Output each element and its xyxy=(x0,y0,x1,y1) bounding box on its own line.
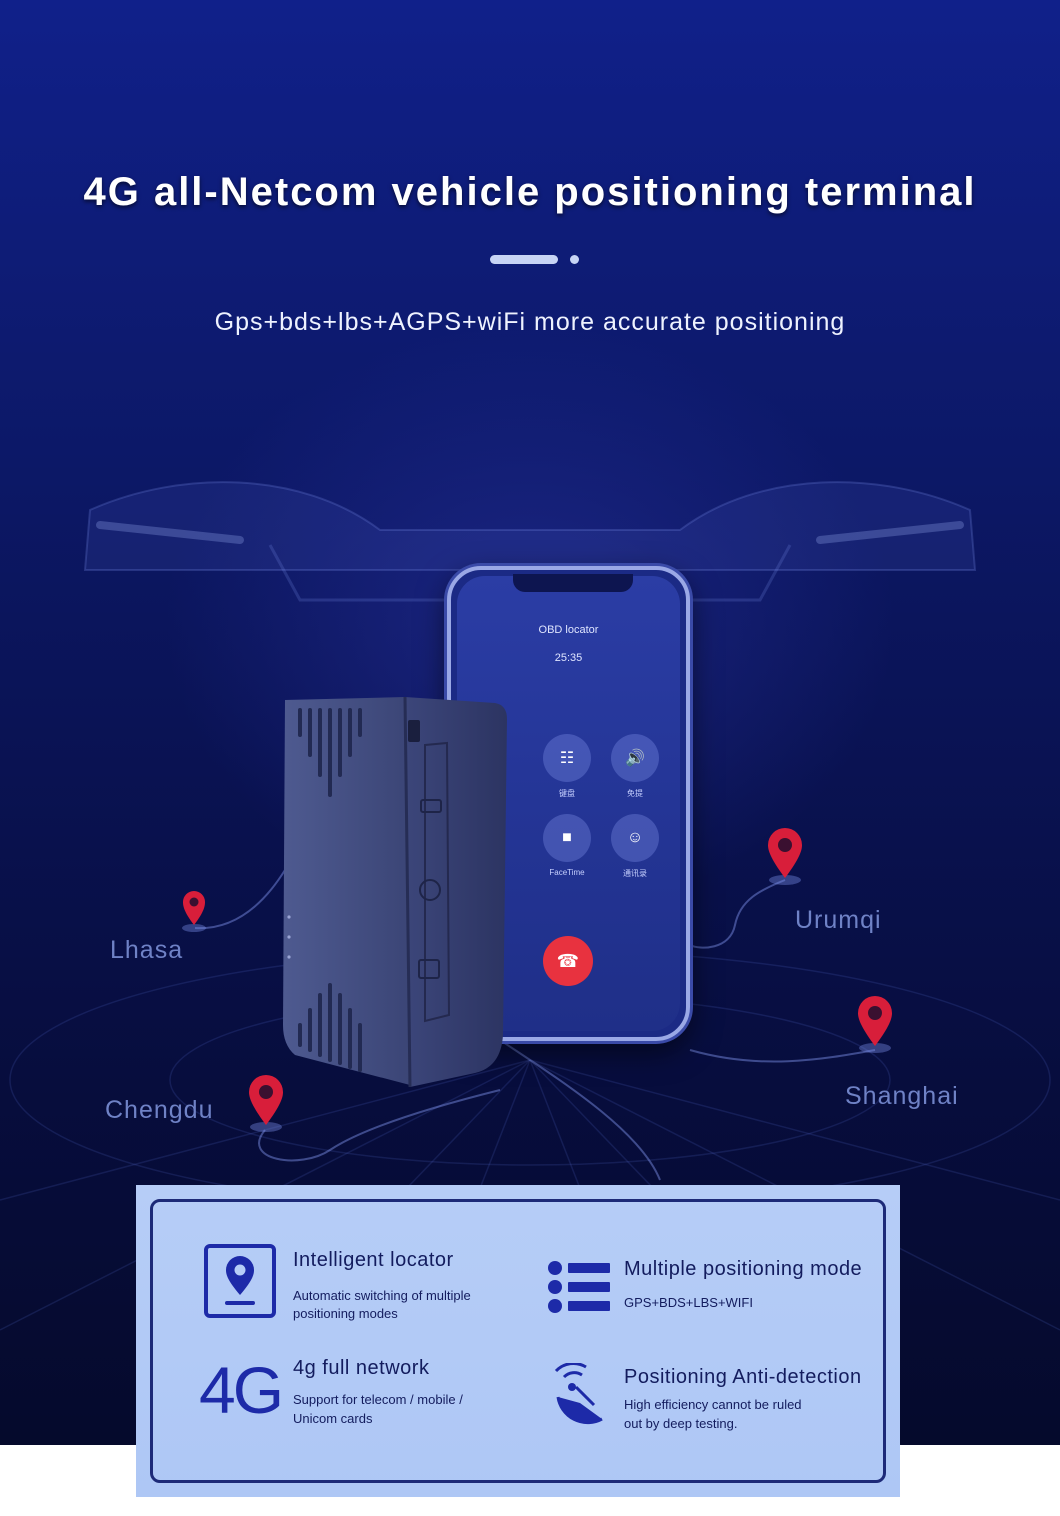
feature-desc-network-2: Unicom cards xyxy=(293,1411,373,1426)
feature-desc-multiple: GPS+BDS+LBS+WIFI xyxy=(624,1295,753,1310)
feature-desc-intelligent-2: positioning modes xyxy=(293,1306,398,1321)
feature-desc-network-1: Support for telecom / mobile / xyxy=(293,1392,463,1407)
keypad-icon: ☷ xyxy=(543,734,591,782)
end-call-icon: ☎ xyxy=(543,936,593,986)
keypad-label: 键盘 xyxy=(559,789,575,798)
facetime-icon: ■ xyxy=(543,814,591,862)
phone-call-screen: OBD locator 25:35 ☷ 键盘 🔊 免提 ■ FaceTime ☺… xyxy=(457,574,680,1031)
map-pin-icon xyxy=(858,996,892,1053)
feature-desc-anti-1: High efficiency cannot be ruled xyxy=(624,1397,802,1412)
4g-badge-icon: 4G xyxy=(199,1353,284,1427)
call-time: 25:35 xyxy=(554,652,583,664)
contacts-icon: ☺ xyxy=(611,814,659,862)
list-icon xyxy=(548,1261,610,1313)
map-pin-icon xyxy=(182,891,206,932)
city-label-lhasa: Lhasa xyxy=(110,936,184,964)
location-pin-icon xyxy=(204,1244,276,1318)
contacts-label: 通讯录 xyxy=(623,869,647,878)
feature-title-anti: Positioning Anti-detection xyxy=(624,1366,862,1388)
facetime-label: FaceTime xyxy=(549,868,585,877)
feature-title-intelligent: Intelligent locator xyxy=(293,1249,454,1271)
satellite-dish-icon xyxy=(554,1363,603,1425)
features-panel-border xyxy=(150,1199,886,1483)
map-pin-icon xyxy=(768,828,802,885)
call-title: OBD locator xyxy=(538,624,599,636)
speaker-label: 免提 xyxy=(627,789,643,798)
features-panel: Intelligent locator Automatic switching … xyxy=(136,1185,900,1497)
gps-tracker-device-image xyxy=(283,696,507,1088)
feature-title-multiple: Multiple positioning mode xyxy=(624,1258,863,1280)
city-label-shanghai: Shanghai xyxy=(845,1082,959,1110)
map-pin-icon xyxy=(249,1075,283,1132)
title-divider xyxy=(490,254,590,266)
city-label-chengdu: Chengdu xyxy=(105,1096,214,1124)
page-title: 4G all-Netcom vehicle positioning termin… xyxy=(83,170,977,214)
feature-title-network: 4g full network xyxy=(293,1357,430,1379)
feature-desc-intelligent-1: Automatic switching of multiple xyxy=(293,1288,471,1303)
feature-desc-anti-2: out by deep testing. xyxy=(624,1416,738,1431)
city-label-urumqi: Urumqi xyxy=(795,906,882,934)
speaker-icon: 🔊 xyxy=(611,734,659,782)
page-subtitle: Gps+bds+lbs+AGPS+wiFi more accurate posi… xyxy=(214,308,846,336)
